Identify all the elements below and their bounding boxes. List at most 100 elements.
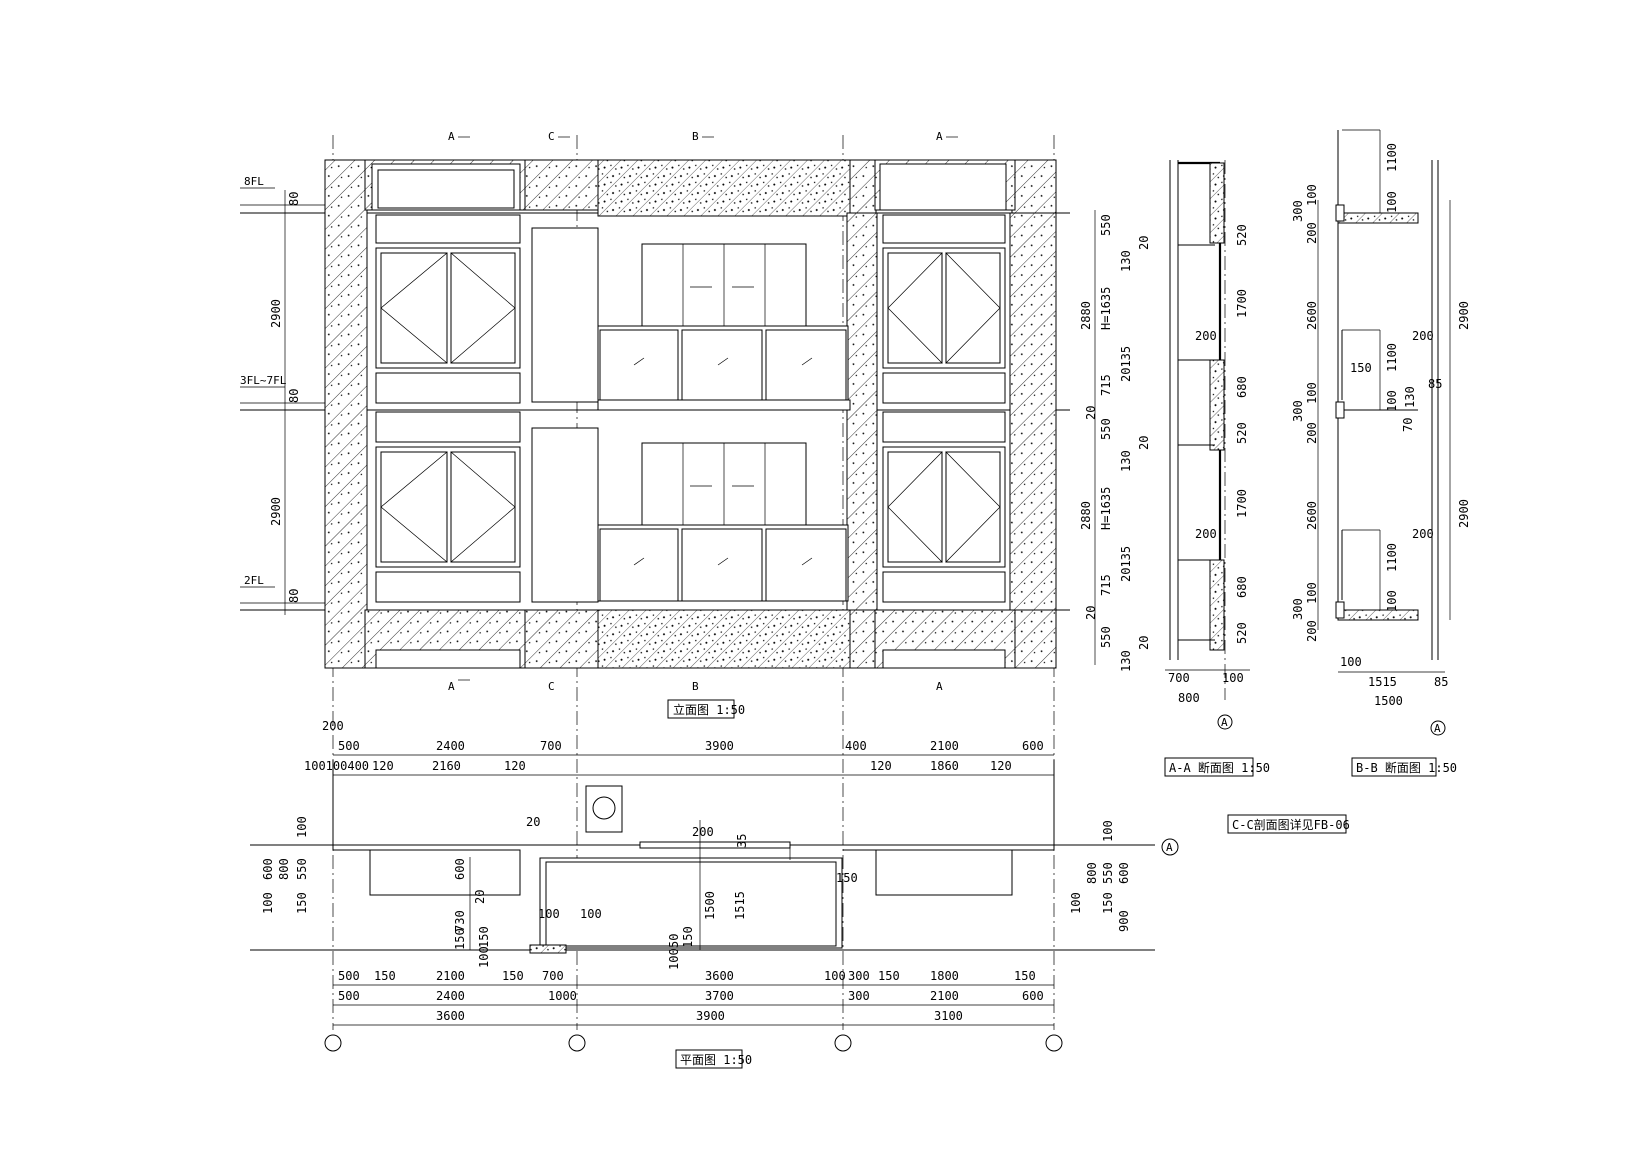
wall-left bbox=[324, 159, 368, 669]
bb-right-1100-b: 1100 bbox=[1385, 343, 1399, 372]
aa-dim-715-b: 715 bbox=[1099, 574, 1113, 596]
aa-small-20-c: 20 bbox=[1137, 636, 1151, 650]
drain-icon bbox=[592, 796, 616, 820]
bb-left-200-c: 200 bbox=[1305, 620, 1319, 642]
aa-right-680-b: 680 bbox=[1235, 576, 1249, 598]
plan-title: 平面图 1:50 bbox=[680, 1053, 752, 1067]
plan-right-550: 550 bbox=[1101, 862, 1115, 884]
aa-right-520-c: 520 bbox=[1235, 622, 1249, 644]
plan-b2-600: 600 bbox=[1022, 989, 1044, 1003]
section-mark-c-bottom: C bbox=[548, 680, 555, 693]
plan-right-100-a: 100 bbox=[1101, 820, 1115, 842]
plan-right-900: 900 bbox=[1117, 910, 1131, 932]
plan-top-2400: 2400 bbox=[436, 739, 465, 753]
bb-bottom-100: 100 bbox=[1340, 655, 1362, 669]
bb-axis-a: A bbox=[1434, 722, 1441, 735]
section-aa-title: A-A 断面图 1:50 bbox=[1169, 760, 1270, 775]
plan-in-600: 600 bbox=[453, 858, 467, 880]
plan-top-2100: 2100 bbox=[930, 739, 959, 753]
plan-left-100-a: 100 bbox=[295, 816, 309, 838]
aa-bottom-100: 100 bbox=[1222, 671, 1244, 685]
plan-in-200: 200 bbox=[692, 825, 714, 839]
storey-height-upper: 2900 bbox=[269, 299, 283, 328]
bb-left-300-a: 300 bbox=[1291, 200, 1305, 222]
wall-center-top bbox=[522, 159, 599, 211]
aa-axis-a: A bbox=[1221, 716, 1228, 729]
plan-in-150-c: 150 bbox=[681, 926, 695, 948]
section-mark-a-top: A bbox=[448, 130, 455, 143]
aa-dim-2880-a: 2880 bbox=[1079, 301, 1093, 330]
aa-dim-550-c: 550 bbox=[1099, 626, 1113, 648]
bb-left-200-a: 200 bbox=[1305, 222, 1319, 244]
bb-left-300-c: 300 bbox=[1291, 598, 1305, 620]
bb-left-300-b: 300 bbox=[1291, 400, 1305, 422]
section-mark-b-top: B bbox=[692, 130, 699, 143]
bb-misc-70: 70 bbox=[1401, 418, 1415, 432]
section-bb-title: B-B 断面图 1:50 bbox=[1356, 760, 1457, 775]
plan-b2-500: 500 bbox=[338, 989, 360, 1003]
plan-in-100-b: 100 bbox=[580, 907, 602, 921]
plan-b1-500: 500 bbox=[338, 969, 360, 983]
plan-b1-3600: 3600 bbox=[705, 969, 734, 983]
bb-bottom-85: 85 bbox=[1434, 675, 1448, 689]
section-mark-a-bottom: A bbox=[448, 680, 455, 693]
plan-b1-700: 700 bbox=[542, 969, 564, 983]
bb-left-100-c: 100 bbox=[1305, 582, 1319, 604]
plan-axis-a: A bbox=[1166, 841, 1173, 854]
section-mark-a2-top: A bbox=[936, 130, 943, 143]
bb-left-100-a: 100 bbox=[1305, 184, 1319, 206]
plan: 200 500 2400 700 3900 400 2100 600 100 10… bbox=[250, 719, 1179, 1069]
bb-right-1100-a: 1100 bbox=[1385, 143, 1399, 172]
aa-bottom-700: 700 bbox=[1168, 671, 1190, 685]
aa-right-520-b: 520 bbox=[1235, 422, 1249, 444]
plan-right-150: 150 bbox=[1101, 892, 1115, 914]
floor-dim-2fl: 80 bbox=[287, 589, 301, 603]
plan-b1-150-c: 150 bbox=[878, 969, 900, 983]
plan-top-700: 700 bbox=[540, 739, 562, 753]
bb-left-200-b: 200 bbox=[1305, 422, 1319, 444]
bb-left-2600-b: 2600 bbox=[1305, 501, 1319, 530]
plan-b2-3700: 3700 bbox=[705, 989, 734, 1003]
aa-small-20135-a: 20135 bbox=[1119, 346, 1133, 382]
aa-right-1700-a: 1700 bbox=[1235, 289, 1249, 318]
aa-small-20-b: 20 bbox=[1137, 436, 1151, 450]
plan-in-100-a: 100 bbox=[538, 907, 560, 921]
aa-dim-20-b: 20 bbox=[1084, 606, 1098, 620]
floor-dim-8fl: 80 bbox=[287, 192, 301, 206]
plan-top-120-a: 120 bbox=[372, 759, 394, 773]
plan-top-3900: 3900 bbox=[705, 739, 734, 753]
bb-right-100-b: 100 bbox=[1385, 390, 1399, 412]
plan-b1-2100: 2100 bbox=[436, 969, 465, 983]
bb-misc-85: 85 bbox=[1428, 377, 1442, 391]
plan-in-150-b: 150 bbox=[453, 928, 467, 950]
plan-b3-3600: 3600 bbox=[436, 1009, 465, 1023]
bb-misc-130: 130 bbox=[1403, 386, 1417, 408]
plan-b1-100: 100 bbox=[824, 969, 846, 983]
aa-small-130-c: 130 bbox=[1119, 650, 1133, 672]
elevation-title: 立面图 1:50 bbox=[673, 702, 745, 717]
plan-in-100-d: 100 bbox=[477, 946, 491, 968]
plan-top-400: 400 bbox=[845, 739, 867, 753]
axis-bubble-3 bbox=[834, 1034, 852, 1052]
axis-bubble-2 bbox=[568, 1034, 586, 1052]
aa-bottom-800: 800 bbox=[1178, 691, 1200, 705]
plan-top-120-b: 120 bbox=[504, 759, 526, 773]
plan-in-150-a: 150 bbox=[836, 871, 858, 885]
aa-h-lower: H=1635 bbox=[1099, 487, 1113, 530]
plan-b1-150-b: 150 bbox=[502, 969, 524, 983]
axis-bubble-1 bbox=[324, 1034, 342, 1052]
plan-top-120-c: 120 bbox=[870, 759, 892, 773]
plan-b3-3900: 3900 bbox=[696, 1009, 725, 1023]
plan-b1-150-d: 150 bbox=[1014, 969, 1036, 983]
section-mark-c-top: C bbox=[548, 130, 555, 143]
aa-right-520-a: 520 bbox=[1235, 224, 1249, 246]
axis-bubble-4 bbox=[1045, 1034, 1063, 1052]
bb-right-100-a: 100 bbox=[1385, 191, 1399, 213]
aa-right-1700-b: 1700 bbox=[1235, 489, 1249, 518]
bb-misc-200-a: 200 bbox=[1412, 329, 1434, 343]
plan-b2-2100: 2100 bbox=[930, 989, 959, 1003]
plan-b1-1800: 1800 bbox=[930, 969, 959, 983]
plan-in-20-b: 20 bbox=[473, 890, 487, 904]
bb-misc-150: 150 bbox=[1350, 361, 1372, 375]
